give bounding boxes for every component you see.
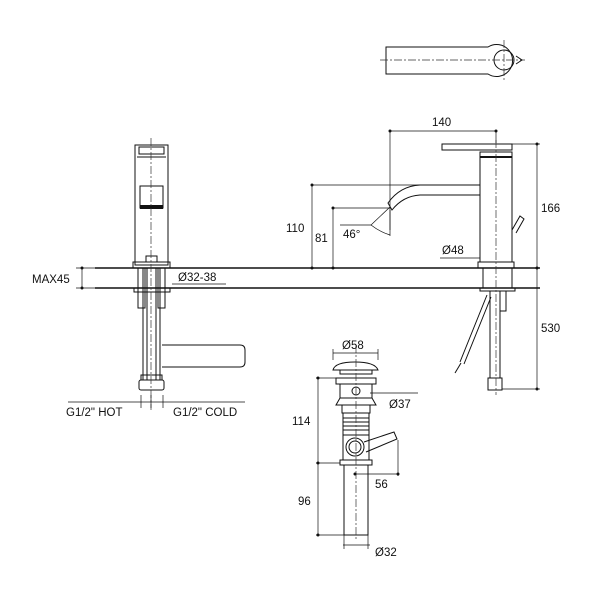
dim-96-label: 96: [298, 496, 311, 508]
angle-label: 46°: [343, 229, 360, 241]
dia-32-label: Ø32: [375, 547, 397, 559]
dim-530-label: 530: [541, 323, 560, 335]
angle-46: 46°: [340, 206, 391, 241]
pop-up-waste: [332, 345, 398, 540]
dimension-dia-32: Ø32: [343, 535, 397, 559]
dimension-166: 166: [512, 142, 560, 270]
dimension-114: 114: [292, 376, 340, 465]
dimension-81: 81: [315, 206, 390, 270]
dimension-140: 140: [388, 117, 498, 230]
dim-56-label: 56: [375, 479, 388, 491]
dimension-96: 96: [298, 463, 344, 537]
deck: [95, 267, 540, 289]
dia-32-38-label: Ø32-38: [178, 272, 216, 284]
dia-37-label: Ø37: [389, 399, 411, 411]
hot-label: G1/2" HOT: [66, 407, 122, 419]
dim-114-label: 114: [292, 416, 311, 428]
dimension-dia-37: Ø37: [370, 392, 418, 411]
cold-label: G1/2" COLD: [173, 407, 237, 419]
dim-166-label: 166: [541, 203, 560, 215]
dimension-56: 56: [353, 440, 400, 491]
max45-dimension: MAX45: [32, 266, 95, 290]
max45-label: MAX45: [32, 274, 70, 286]
tap-front-view: Ø32-38: [132, 138, 246, 410]
dia-48-label: Ø48: [442, 245, 464, 257]
dim-140-label: 140: [432, 117, 451, 129]
top-view-handle: [380, 40, 525, 80]
hot-cold-dimension: G1/2" HOT G1/2" COLD: [66, 395, 245, 419]
dia-58-label: Ø58: [342, 340, 364, 352]
dim-110-label: 110: [286, 223, 304, 235]
dimension-dia-58: Ø58: [332, 340, 379, 360]
dimension-dia-48: Ø48: [440, 245, 480, 259]
dimension-530: 530: [502, 268, 560, 391]
dim-81-label: 81: [315, 233, 328, 245]
dimension-110: 110: [286, 183, 420, 270]
